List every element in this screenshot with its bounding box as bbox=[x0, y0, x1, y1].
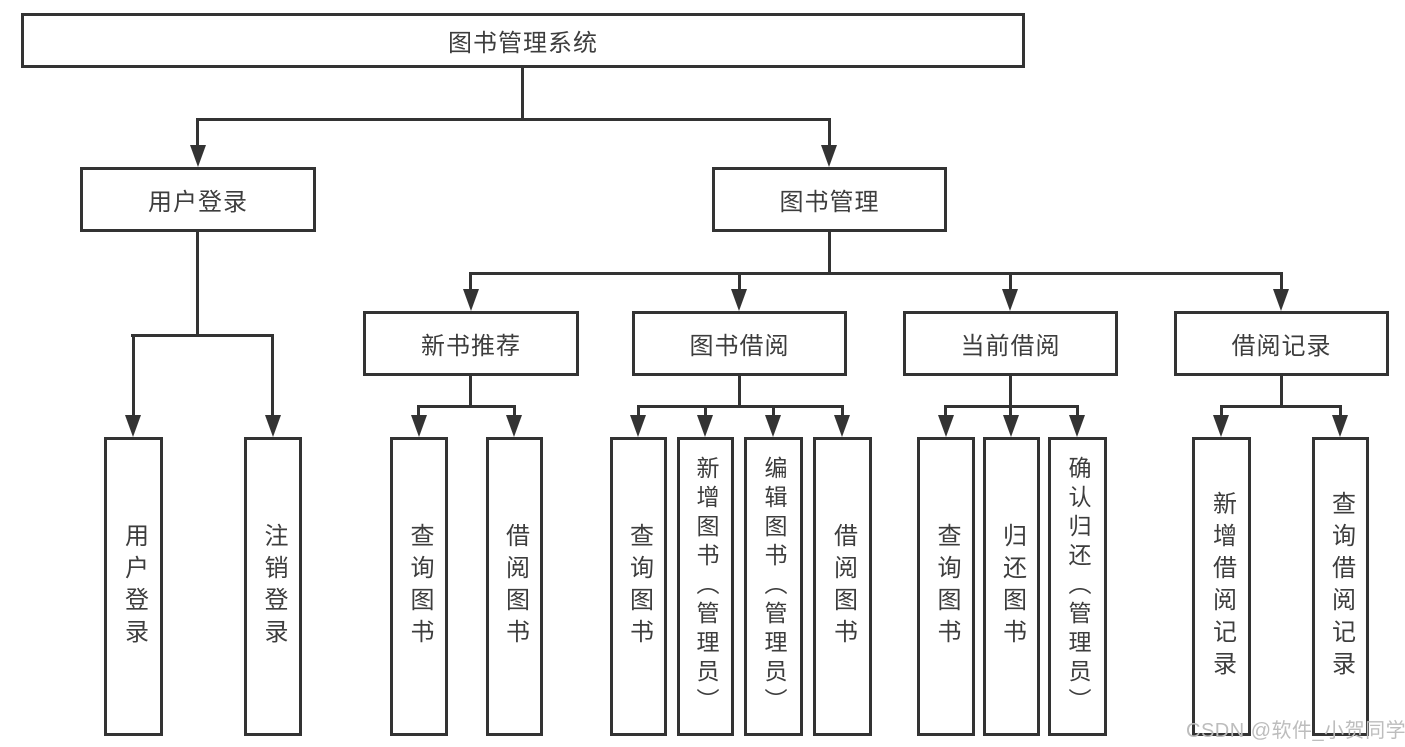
connector-line bbox=[521, 68, 524, 120]
node-label: 归还图书 bbox=[998, 522, 1026, 651]
node-label: 借阅图书 bbox=[501, 522, 529, 651]
node-label: 确认归还（管理员） bbox=[1065, 456, 1091, 717]
arrowhead-down-icon bbox=[463, 289, 479, 311]
node-new-book-recommend: 新书推荐 bbox=[363, 311, 579, 376]
arrowhead-down-icon bbox=[1332, 415, 1348, 437]
arrowhead-down-icon bbox=[765, 415, 781, 437]
node-label: 当前借阅 bbox=[960, 333, 1061, 360]
arrowhead-down-icon bbox=[697, 415, 713, 437]
connector-line bbox=[132, 337, 135, 416]
connector-line bbox=[1220, 405, 1342, 408]
connector-line bbox=[1076, 408, 1079, 417]
connector-line bbox=[131, 334, 274, 337]
node-label: 新增图书（管理员） bbox=[693, 456, 719, 717]
connector-line bbox=[271, 337, 274, 416]
node-label: 查询图书 bbox=[406, 522, 433, 651]
node-book-management: 图书管理 bbox=[712, 167, 947, 232]
connector-line bbox=[841, 408, 844, 417]
node-label: 查询图书 bbox=[933, 522, 960, 651]
connector-line bbox=[1280, 275, 1283, 291]
connector-line bbox=[637, 408, 640, 417]
leaf-borrow-books-recommend: 借阅图书 bbox=[486, 437, 543, 736]
arrowhead-down-icon bbox=[630, 415, 646, 437]
connector-line bbox=[469, 376, 472, 408]
node-label: 图书管理 bbox=[779, 189, 880, 216]
leaf-query-borrow-record: 查询借阅记录 bbox=[1312, 437, 1369, 736]
connector-line bbox=[944, 405, 1079, 408]
arrowhead-down-icon bbox=[1069, 415, 1085, 437]
leaf-add-books-admin: 新增图书（管理员） bbox=[677, 437, 734, 736]
leaf-confirm-return-admin: 确认归还（管理员） bbox=[1048, 437, 1107, 736]
leaf-query-books-current: 查询图书 bbox=[917, 437, 975, 736]
arrowhead-down-icon bbox=[506, 415, 522, 437]
connector-line bbox=[196, 232, 199, 337]
leaf-query-books-borrow: 查询图书 bbox=[610, 437, 667, 736]
arrowhead-down-icon bbox=[1273, 289, 1289, 311]
connector-line bbox=[828, 121, 831, 146]
arrowhead-down-icon bbox=[265, 415, 281, 437]
connector-line bbox=[828, 232, 831, 275]
connector-line bbox=[1280, 376, 1283, 408]
arrowhead-down-icon bbox=[125, 415, 141, 437]
connector-line bbox=[704, 408, 707, 417]
leaf-borrow-books: 借阅图书 bbox=[813, 437, 872, 736]
arrowhead-down-icon bbox=[821, 145, 837, 167]
arrowhead-down-icon bbox=[731, 289, 747, 311]
arrowhead-down-icon bbox=[1002, 289, 1018, 311]
node-label: 用户登录 bbox=[120, 522, 148, 651]
node-label: 图书管理系统 bbox=[448, 30, 598, 57]
node-label: 借阅图书 bbox=[829, 522, 857, 651]
connector-line bbox=[196, 121, 199, 146]
node-label: 编辑图书（管理员） bbox=[761, 456, 787, 717]
connector-line bbox=[469, 275, 472, 291]
arrowhead-down-icon bbox=[411, 415, 427, 437]
connector-line bbox=[1009, 376, 1012, 408]
connector-line bbox=[417, 408, 420, 417]
watermark: CSDN @软件_小贺同学 bbox=[1186, 720, 1405, 742]
connector-line bbox=[513, 408, 516, 417]
connector-line bbox=[944, 408, 947, 417]
node-label: 查询图书 bbox=[625, 522, 653, 651]
arrowhead-down-icon bbox=[938, 415, 954, 437]
connector-line bbox=[738, 376, 741, 408]
node-label: 用户登录 bbox=[148, 189, 248, 216]
node-book-borrowing: 图书借阅 bbox=[632, 311, 847, 376]
node-user-login: 用户登录 bbox=[80, 167, 316, 232]
arrowhead-down-icon bbox=[1003, 415, 1019, 437]
connector-line bbox=[1009, 408, 1012, 417]
node-label: 查询借阅记录 bbox=[1327, 490, 1355, 683]
node-label: 新增借阅记录 bbox=[1208, 490, 1236, 683]
node-label: 注销登录 bbox=[260, 522, 287, 651]
connector-line bbox=[1009, 275, 1012, 291]
connector-line bbox=[469, 272, 1283, 275]
node-borrowing-records: 借阅记录 bbox=[1174, 311, 1389, 376]
arrowhead-down-icon bbox=[1213, 415, 1229, 437]
arrowhead-down-icon bbox=[834, 415, 850, 437]
node-label: 借阅记录 bbox=[1231, 333, 1332, 360]
leaf-add-borrow-record: 新增借阅记录 bbox=[1192, 437, 1251, 736]
leaf-edit-books-admin: 编辑图书（管理员） bbox=[744, 437, 803, 736]
node-library-management-system: 图书管理系统 bbox=[21, 13, 1025, 68]
arrowhead-down-icon bbox=[190, 145, 206, 167]
leaf-logout: 注销登录 bbox=[244, 437, 302, 736]
leaf-return-books: 归还图书 bbox=[983, 437, 1040, 736]
node-label: 新书推荐 bbox=[421, 333, 521, 360]
leaf-user-login: 用户登录 bbox=[104, 437, 163, 736]
connector-line bbox=[738, 275, 741, 291]
node-current-borrowing: 当前借阅 bbox=[903, 311, 1118, 376]
connector-line bbox=[1339, 408, 1342, 417]
leaf-query-books-recommend: 查询图书 bbox=[390, 437, 448, 736]
connector-line bbox=[1220, 408, 1223, 417]
node-label: 图书借阅 bbox=[689, 333, 790, 360]
connector-line bbox=[772, 408, 775, 417]
connector-line bbox=[637, 405, 844, 408]
connector-line bbox=[196, 118, 831, 121]
connector-line bbox=[417, 405, 516, 408]
